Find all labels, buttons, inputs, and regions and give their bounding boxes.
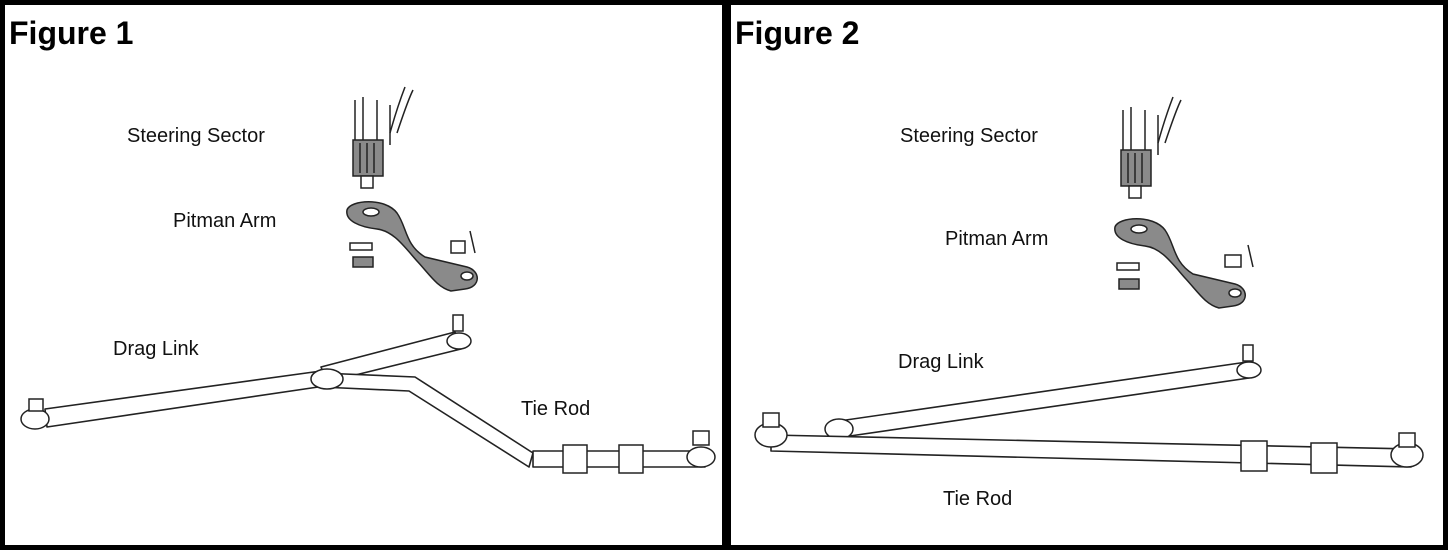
tie-rod-icon (754, 412, 1424, 474)
figure-1-label-steering-sector: Steering Sector (127, 125, 265, 147)
figure-1-label-pitman-arm: Pitman Arm (173, 210, 277, 232)
figure-1-title: Figure 1 (9, 15, 134, 51)
figure-1-label-drag-link: Drag Link (113, 338, 199, 360)
figure-2-label-steering-sector: Steering Sector (900, 125, 1038, 147)
hardware-icon (1116, 244, 1254, 290)
figure-2-title: Figure 2 (735, 15, 860, 51)
figure-2-label-drag-link: Drag Link (898, 351, 984, 373)
steering-sector-icon (352, 139, 384, 189)
steering-column-icon (1122, 96, 1182, 155)
figure-2-label-tie-rod: Tie Rod (943, 488, 1013, 510)
panel-divider (722, 0, 731, 550)
pitman-arm-icon (1114, 218, 1246, 309)
figure-2-illustration (754, 96, 1424, 474)
figure-1-label-tie-rod: Tie Rod (521, 398, 591, 420)
steering-column-icon (354, 86, 414, 145)
figure-2-panel: Figure 2 Steering Sector Pitman Arm Drag… (731, 5, 1443, 550)
drag-link-icon (320, 314, 472, 383)
drag-link-icon (824, 344, 1262, 440)
hardware-icon (349, 230, 476, 268)
pitman-arm-icon (346, 201, 478, 292)
figure-1-panel: Figure 1 Steering Sector Pitman Arm Drag… (5, 5, 722, 550)
figure-2-label-pitman-arm: Pitman Arm (945, 228, 1049, 250)
steering-sector-icon (1120, 149, 1152, 199)
figure-1-illustration (20, 86, 716, 474)
tie-rod-icon (20, 368, 716, 474)
